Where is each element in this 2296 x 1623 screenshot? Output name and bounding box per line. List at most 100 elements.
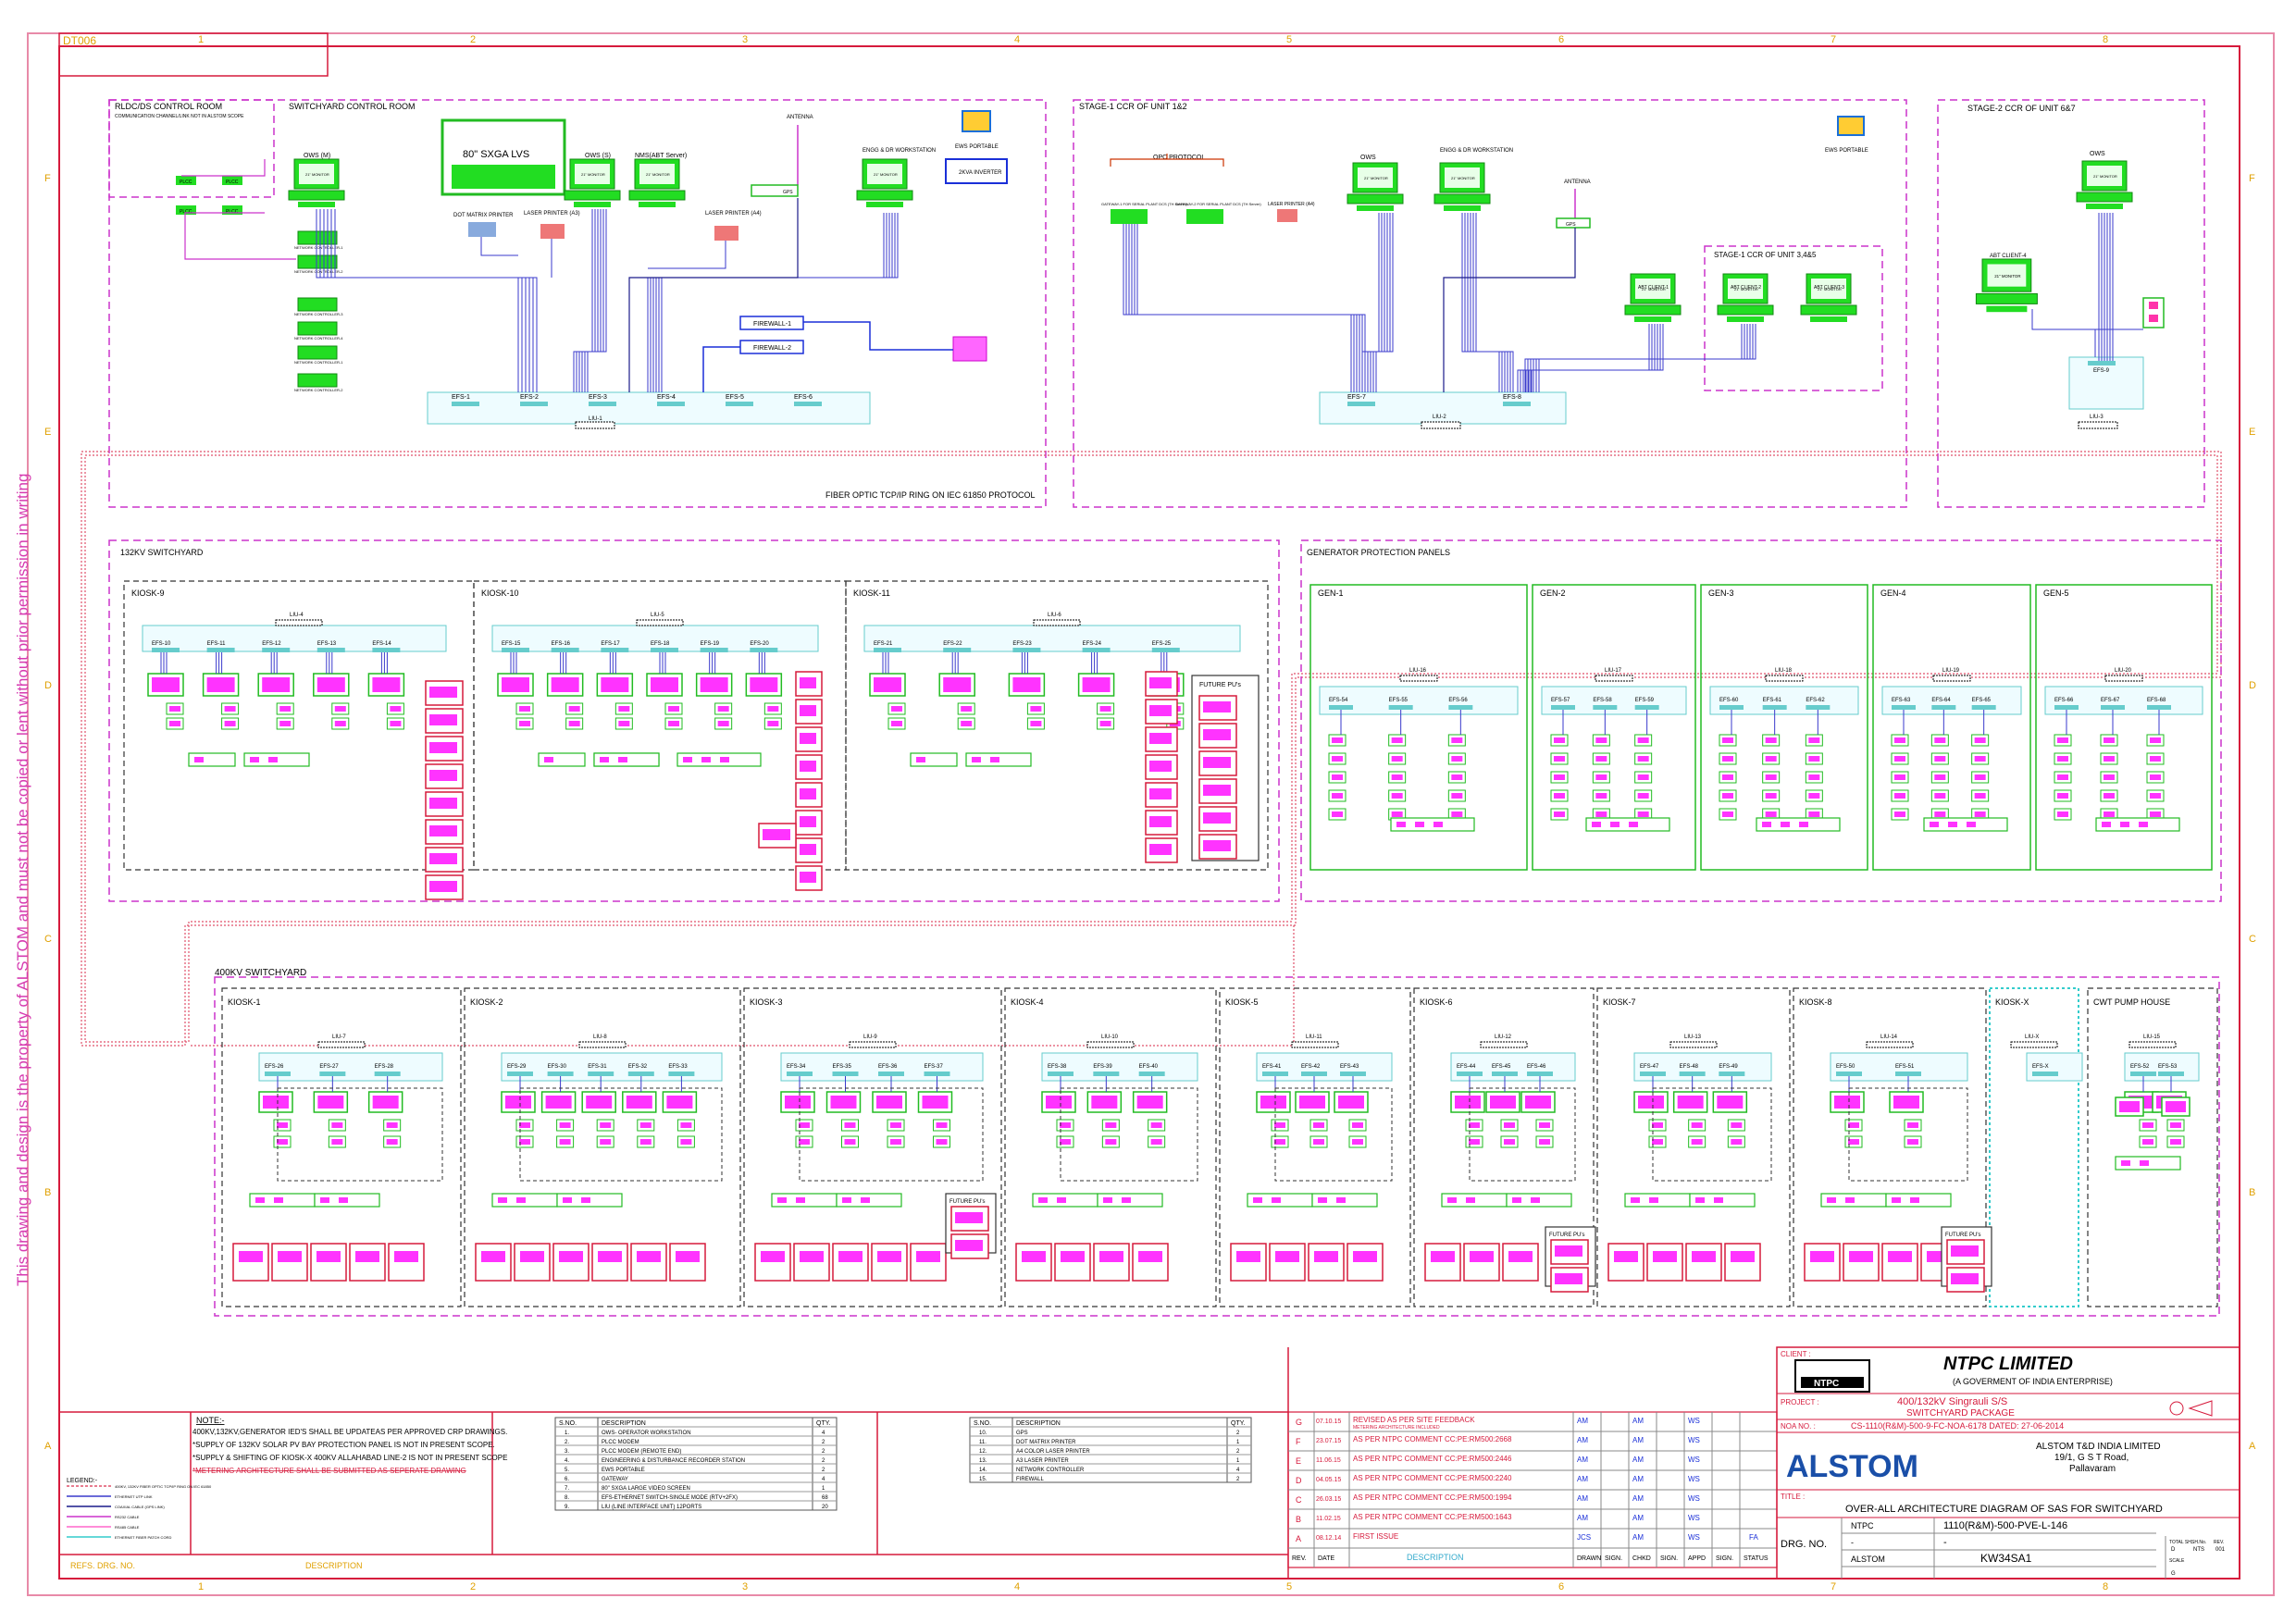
relay-icon (680, 1139, 692, 1145)
relay-icon (1722, 756, 1733, 762)
monitor-screen-icon (1358, 167, 1393, 188)
table-cell: NETWORK CONTROLLER (1016, 1468, 1085, 1473)
efs-switch (1138, 1072, 1165, 1076)
future-panel-icon (1203, 840, 1231, 851)
cable-line (1535, 324, 1754, 392)
relay-icon (1765, 774, 1777, 780)
efs-switch (832, 1072, 859, 1076)
efs-switch (152, 648, 180, 652)
relay-icon (1352, 1122, 1363, 1128)
relay-icon (1731, 1122, 1743, 1128)
table-cell: LIU (LINE INTERFACE UNIT) 12PORTS (602, 1505, 701, 1510)
relay-icon (961, 721, 973, 726)
cable-line (1522, 324, 1656, 392)
liu-3-label: LIU-3 (2090, 415, 2104, 420)
table-header: QTY. (816, 1420, 830, 1427)
efs-9-box (2088, 361, 2116, 365)
efs-9-label: EFS-9 (2093, 368, 2110, 374)
future-panel-icon (1353, 1251, 1377, 1262)
efs-label: EFS-55 (1389, 698, 1409, 703)
relay-icon (1332, 737, 1343, 743)
relay-icon (1105, 1122, 1117, 1128)
network-controller-device (952, 336, 987, 362)
efs-switch (2147, 705, 2171, 710)
future-pu-label: FUTURE PU's (1549, 1233, 1584, 1238)
liu-box (849, 1041, 897, 1048)
relay-icon (1030, 721, 1042, 726)
ied-icon (1677, 1096, 1704, 1109)
future-panel-icon (1138, 1251, 1162, 1262)
ied-icon (206, 677, 235, 692)
small-field-label: TOTAL SH. (2169, 1540, 2192, 1545)
relay-icon (2150, 774, 2161, 780)
table-cell: PLCC MODEM (602, 1440, 639, 1445)
meter-icon (990, 757, 999, 762)
table-cell: 12. (979, 1449, 987, 1455)
legend-item: 400KV, 132KV FIBER OPTIC TCP/IP RING ON … (115, 1484, 212, 1489)
ied-icon (1834, 1096, 1860, 1109)
meter-icon (1396, 822, 1406, 827)
table-cell: 1 (1236, 1458, 1240, 1464)
future-panel-icon (800, 1251, 824, 1262)
cable-line (1123, 224, 1352, 392)
relay-icon (668, 706, 679, 712)
rev-letter: F (1296, 1437, 1301, 1446)
relay-icon (1722, 737, 1733, 743)
efs-switch (1347, 402, 1375, 406)
relay-icon (1391, 774, 1403, 780)
rev-desc: AS PER NTPC COMMENT CC:PE:RM500:2668 (1353, 1435, 1512, 1443)
efs-switch (551, 648, 579, 652)
future-panel-icon (676, 1251, 700, 1262)
relay-icon (1451, 737, 1463, 743)
relay-icon (1722, 774, 1733, 780)
future-panel-icon (1149, 788, 1172, 799)
efs-switch (750, 648, 778, 652)
meter-strip (910, 752, 958, 767)
liu-label: LIU-5 (651, 613, 664, 618)
keyboard-icon (1433, 193, 1491, 204)
relay-icon (1539, 1139, 1550, 1145)
relay-icon (1313, 1122, 1324, 1128)
firewall-1-label: FIREWALL-1 (753, 321, 791, 328)
monitor-screen-icon (1987, 264, 2027, 287)
drg-owner: NTPC (1851, 1521, 1874, 1530)
future-panel-icon (955, 1212, 983, 1223)
row-letter-right: A (2249, 1441, 2256, 1452)
note-line: *METERING ARCHITECTURE SHALL BE SUBMITTE… (192, 1467, 466, 1475)
refs-dwg-label: REFS. DRG. NO. (70, 1561, 135, 1570)
relay-icon (1313, 1139, 1324, 1145)
efs-label: EFS-21 (874, 641, 893, 647)
ows-s-label: OWS (S) (585, 153, 611, 159)
kiosk-name: KIOSK-11 (853, 588, 890, 598)
meter-icon (600, 757, 609, 762)
plcc-modem (176, 205, 196, 215)
meter-icon (194, 757, 204, 762)
table-cell: GATEWAY (602, 1477, 628, 1482)
future-panel-icon (1061, 1251, 1085, 1262)
meter-icon (720, 757, 729, 762)
monitor-screen-icon (2087, 166, 2122, 186)
meter-strip (538, 752, 586, 767)
efs-label: EFS-24 (1083, 641, 1102, 647)
efs-label: EFS-47 (1640, 1064, 1659, 1070)
efs-switch (1527, 1072, 1553, 1076)
stage1-ows-label: OWS (1360, 155, 1376, 161)
efs-switch (1151, 648, 1180, 652)
notes-title: NOTE:- (196, 1416, 225, 1425)
meter-icon (842, 1197, 851, 1203)
stage1-ews-label: EWS PORTABLE (1825, 148, 1868, 154)
row-letter-right: B (2249, 1187, 2255, 1198)
efs-label: EFS-31 (588, 1064, 607, 1070)
future-panel-icon (761, 1251, 785, 1262)
efs-label: EFS-35 (833, 1064, 852, 1070)
row-letter-left: A (44, 1441, 52, 1452)
meter-strip (1390, 817, 1475, 832)
liu-label: LIU-6 (1048, 613, 1061, 618)
future-panel-icon (1275, 1251, 1299, 1262)
relay-icon (2057, 793, 2068, 799)
meter-icon (2102, 822, 2111, 827)
rev-date: 23.07.15 (1316, 1438, 1341, 1444)
kiosk-box (221, 987, 462, 1307)
legend-title: LEGEND:- (67, 1478, 98, 1484)
